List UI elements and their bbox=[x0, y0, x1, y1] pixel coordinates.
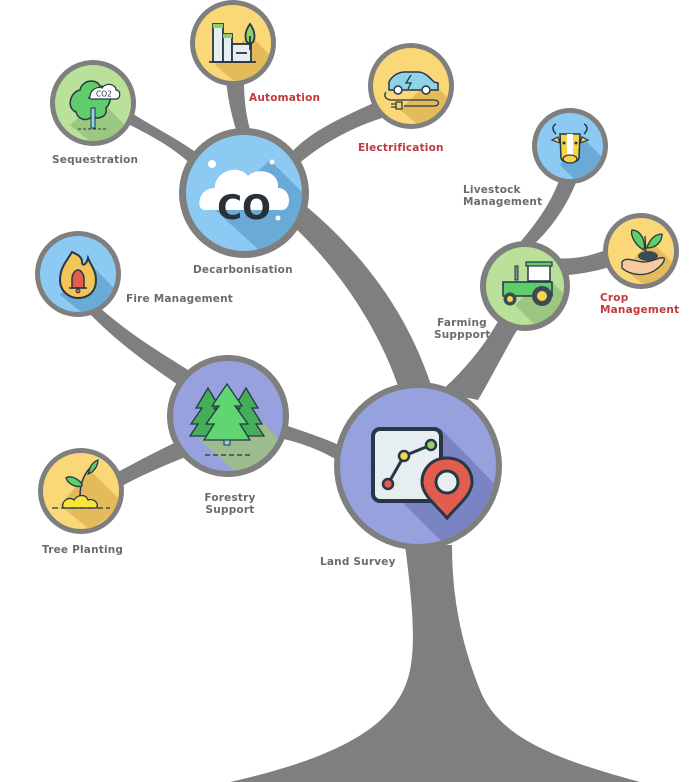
label-electrification: Electrification bbox=[358, 142, 444, 154]
fire-bell-icon bbox=[58, 250, 98, 300]
node-automation bbox=[190, 0, 276, 86]
sprout-icon bbox=[52, 459, 110, 509]
label-automation: Automation bbox=[249, 92, 321, 104]
label-land-survey: Land Survey bbox=[320, 556, 396, 568]
node-forestry bbox=[167, 355, 289, 477]
cow-icon bbox=[550, 123, 590, 164]
branch-tree-planting bbox=[114, 440, 188, 488]
branches bbox=[88, 80, 640, 782]
label-crop: Crop Management bbox=[600, 292, 680, 316]
node-land-survey bbox=[334, 382, 502, 550]
label-livestock: Livestock Management bbox=[463, 184, 543, 208]
co-cloud-icon: CO bbox=[199, 159, 290, 228]
node-fire bbox=[35, 231, 121, 317]
branch-sequestration bbox=[124, 112, 204, 168]
branch-fire bbox=[88, 306, 188, 385]
co-text: CO bbox=[217, 188, 271, 228]
label-fire: Fire Management bbox=[126, 293, 234, 305]
label-decarbonisation: Decarbonisation bbox=[193, 264, 293, 276]
trunk bbox=[230, 545, 640, 782]
co2-text: CO2 bbox=[96, 90, 112, 99]
electric-car-icon bbox=[384, 71, 440, 110]
node-livestock bbox=[532, 108, 608, 184]
tractor-icon bbox=[502, 261, 553, 306]
node-electrification bbox=[368, 43, 454, 129]
branch-crop bbox=[555, 248, 612, 276]
label-farming: Farming Suppport bbox=[434, 317, 491, 341]
pine-forest-icon bbox=[188, 382, 266, 456]
node-farming bbox=[480, 241, 570, 331]
node-sequestration: CO2 bbox=[50, 60, 136, 146]
branch-decarbonisation bbox=[292, 206, 432, 392]
branch-automation bbox=[226, 80, 252, 136]
label-tree-planting: Tree Planting bbox=[42, 544, 124, 556]
hand-seedling-icon bbox=[621, 229, 665, 276]
survey-map-pin-icon bbox=[371, 427, 474, 521]
factory-leaf-icon bbox=[209, 22, 256, 63]
branch-farming bbox=[440, 318, 520, 400]
node-tree-planting bbox=[38, 448, 124, 534]
node-crop bbox=[603, 213, 679, 289]
branch-forestry bbox=[280, 424, 345, 465]
branch-livestock bbox=[515, 178, 578, 250]
label-forestry: Forestry Support bbox=[204, 492, 256, 516]
branch-electrification bbox=[292, 102, 382, 166]
label-sequestration: Sequestration bbox=[52, 154, 139, 166]
tree-co2-icon: CO2 bbox=[69, 80, 121, 130]
